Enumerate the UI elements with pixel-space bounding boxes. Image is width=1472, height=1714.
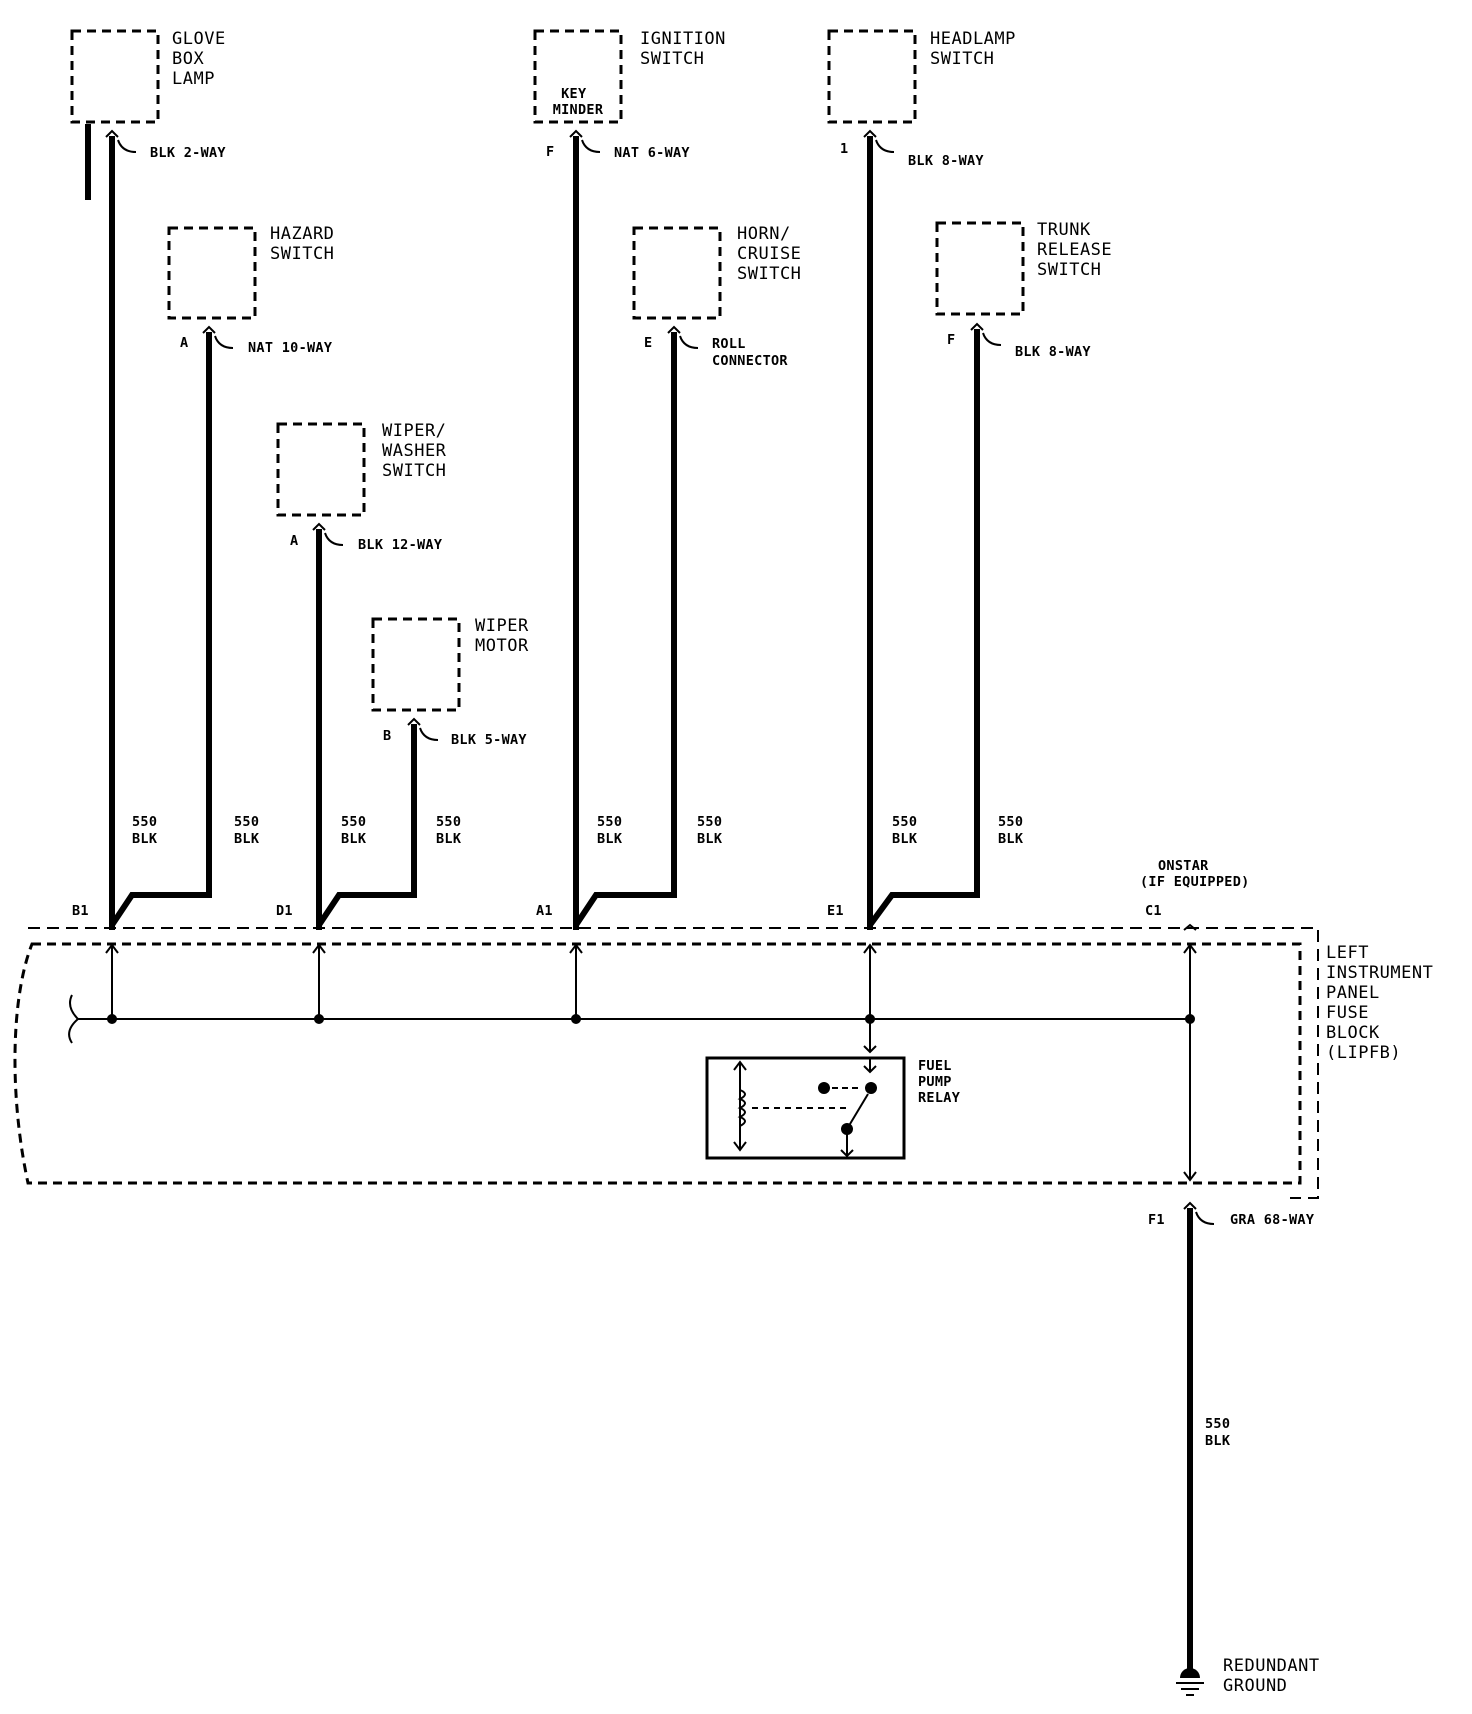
svg-text:BLK 2-WAY: BLK 2-WAY: [150, 145, 226, 161]
hazard-connector: A NAT 10-WAY: [180, 325, 333, 356]
wiper-washer-connector: A BLK 12-WAY: [290, 522, 443, 553]
fuse-block-outer-frame: [28, 927, 1319, 1199]
svg-text:D1: D1: [276, 903, 293, 919]
fuel-pump-relay: FUEL PUMP RELAY: [705, 1019, 961, 1160]
wire-glove-box: [85, 124, 115, 930]
trunk-release-connector: F BLK 8-WAY: [947, 322, 1091, 360]
svg-text:E1: E1: [827, 903, 844, 919]
wire-wiper-motor: [316, 724, 417, 927]
svg-text:F1: F1: [1148, 1212, 1165, 1228]
glove-box-lamp-box: [70, 29, 160, 124]
wire-horn-cruise: [573, 332, 677, 927]
svg-text:BLK 12-WAY: BLK 12-WAY: [358, 537, 443, 553]
svg-text:A: A: [180, 335, 188, 351]
svg-text:1: 1: [840, 141, 848, 157]
headlamp-connector: 1 BLK 8-WAY: [840, 129, 984, 169]
svg-text:E: E: [644, 335, 652, 351]
svg-text:A: A: [290, 533, 298, 549]
ignition-switch-label: IGNITION SWITCH: [640, 29, 737, 69]
fuse-block-body: [13, 942, 1302, 1185]
glove-box-lamp-label: GLOVE BOX LAMP: [172, 29, 236, 89]
svg-text:F: F: [947, 332, 955, 348]
horn-cruise-switch-box: [632, 226, 722, 320]
wiper-motor-box: [371, 617, 461, 712]
trunk-release-switch-label: TRUNK RELEASE SWITCH: [1037, 220, 1123, 280]
svg-text:BLK 8-WAY: BLK 8-WAY: [908, 153, 984, 169]
fuse-block-pins: B1 D1 A1 E1 C1: [72, 903, 1162, 919]
onstar-pin: [1183, 923, 1197, 931]
fuel-pump-relay-label: FUEL PUMP RELAY: [918, 1058, 961, 1106]
wiper-washer-switch-box: [276, 422, 366, 517]
glove-box-connector: BLK 2-WAY: [105, 129, 226, 161]
hazard-switch-box: [167, 226, 257, 320]
redundant-ground-label: REDUNDANT GROUND: [1223, 1656, 1330, 1696]
ground-icon: [1176, 1668, 1204, 1696]
wire-trunk-release: [867, 329, 980, 927]
svg-text:NAT 6-WAY: NAT 6-WAY: [614, 145, 690, 161]
svg-text:F: F: [546, 144, 554, 160]
svg-text:GRA 68-WAY: GRA 68-WAY: [1230, 1212, 1315, 1228]
svg-text:B: B: [383, 728, 391, 744]
svg-text:BLK 8-WAY: BLK 8-WAY: [1015, 344, 1091, 360]
trunk-release-switch-box: [935, 221, 1025, 316]
svg-text:A1: A1: [536, 903, 553, 919]
headlamp-switch-box: [827, 29, 917, 124]
svg-text:BLK 5-WAY: BLK 5-WAY: [451, 732, 527, 748]
wiper-washer-switch-label: WIPER/ WASHER SWITCH: [382, 421, 457, 481]
svg-text:NAT 10-WAY: NAT 10-WAY: [248, 340, 333, 356]
ignition-switch-box: [533, 29, 623, 124]
roll-connector-label: ROLL CONNECTOR: [712, 336, 788, 369]
headlamp-switch-label: HEADLAMP SWITCH: [930, 29, 1027, 69]
wire-hazard: [109, 332, 212, 927]
wiper-motor-connector: B BLK 5-WAY: [383, 717, 527, 748]
fuse-block-label: LEFT INSTRUMENT PANEL FUSE BLOCK (LIPFB): [1326, 943, 1444, 1063]
horn-cruise-switch-label: HORN/ CRUISE SWITCH: [737, 224, 812, 284]
svg-text:C1: C1: [1145, 903, 1162, 919]
ignition-connector: F NAT 6-WAY: [546, 129, 690, 161]
lipfb-output-connector: F1 GRA 68-WAY: [1148, 1201, 1315, 1228]
fuse-block-bus: [68, 943, 1197, 1182]
wiper-motor-label: WIPER MOTOR: [475, 616, 539, 656]
hazard-switch-label: HAZARD SWITCH: [270, 224, 345, 264]
onstar-label: ONSTAR (IF EQUIPPED): [1140, 858, 1250, 890]
key-minder-label: KEY MINDER: [553, 86, 604, 118]
horn-cruise-connector: E ROLL CONNECTOR: [644, 325, 788, 369]
svg-text:B1: B1: [72, 903, 89, 919]
